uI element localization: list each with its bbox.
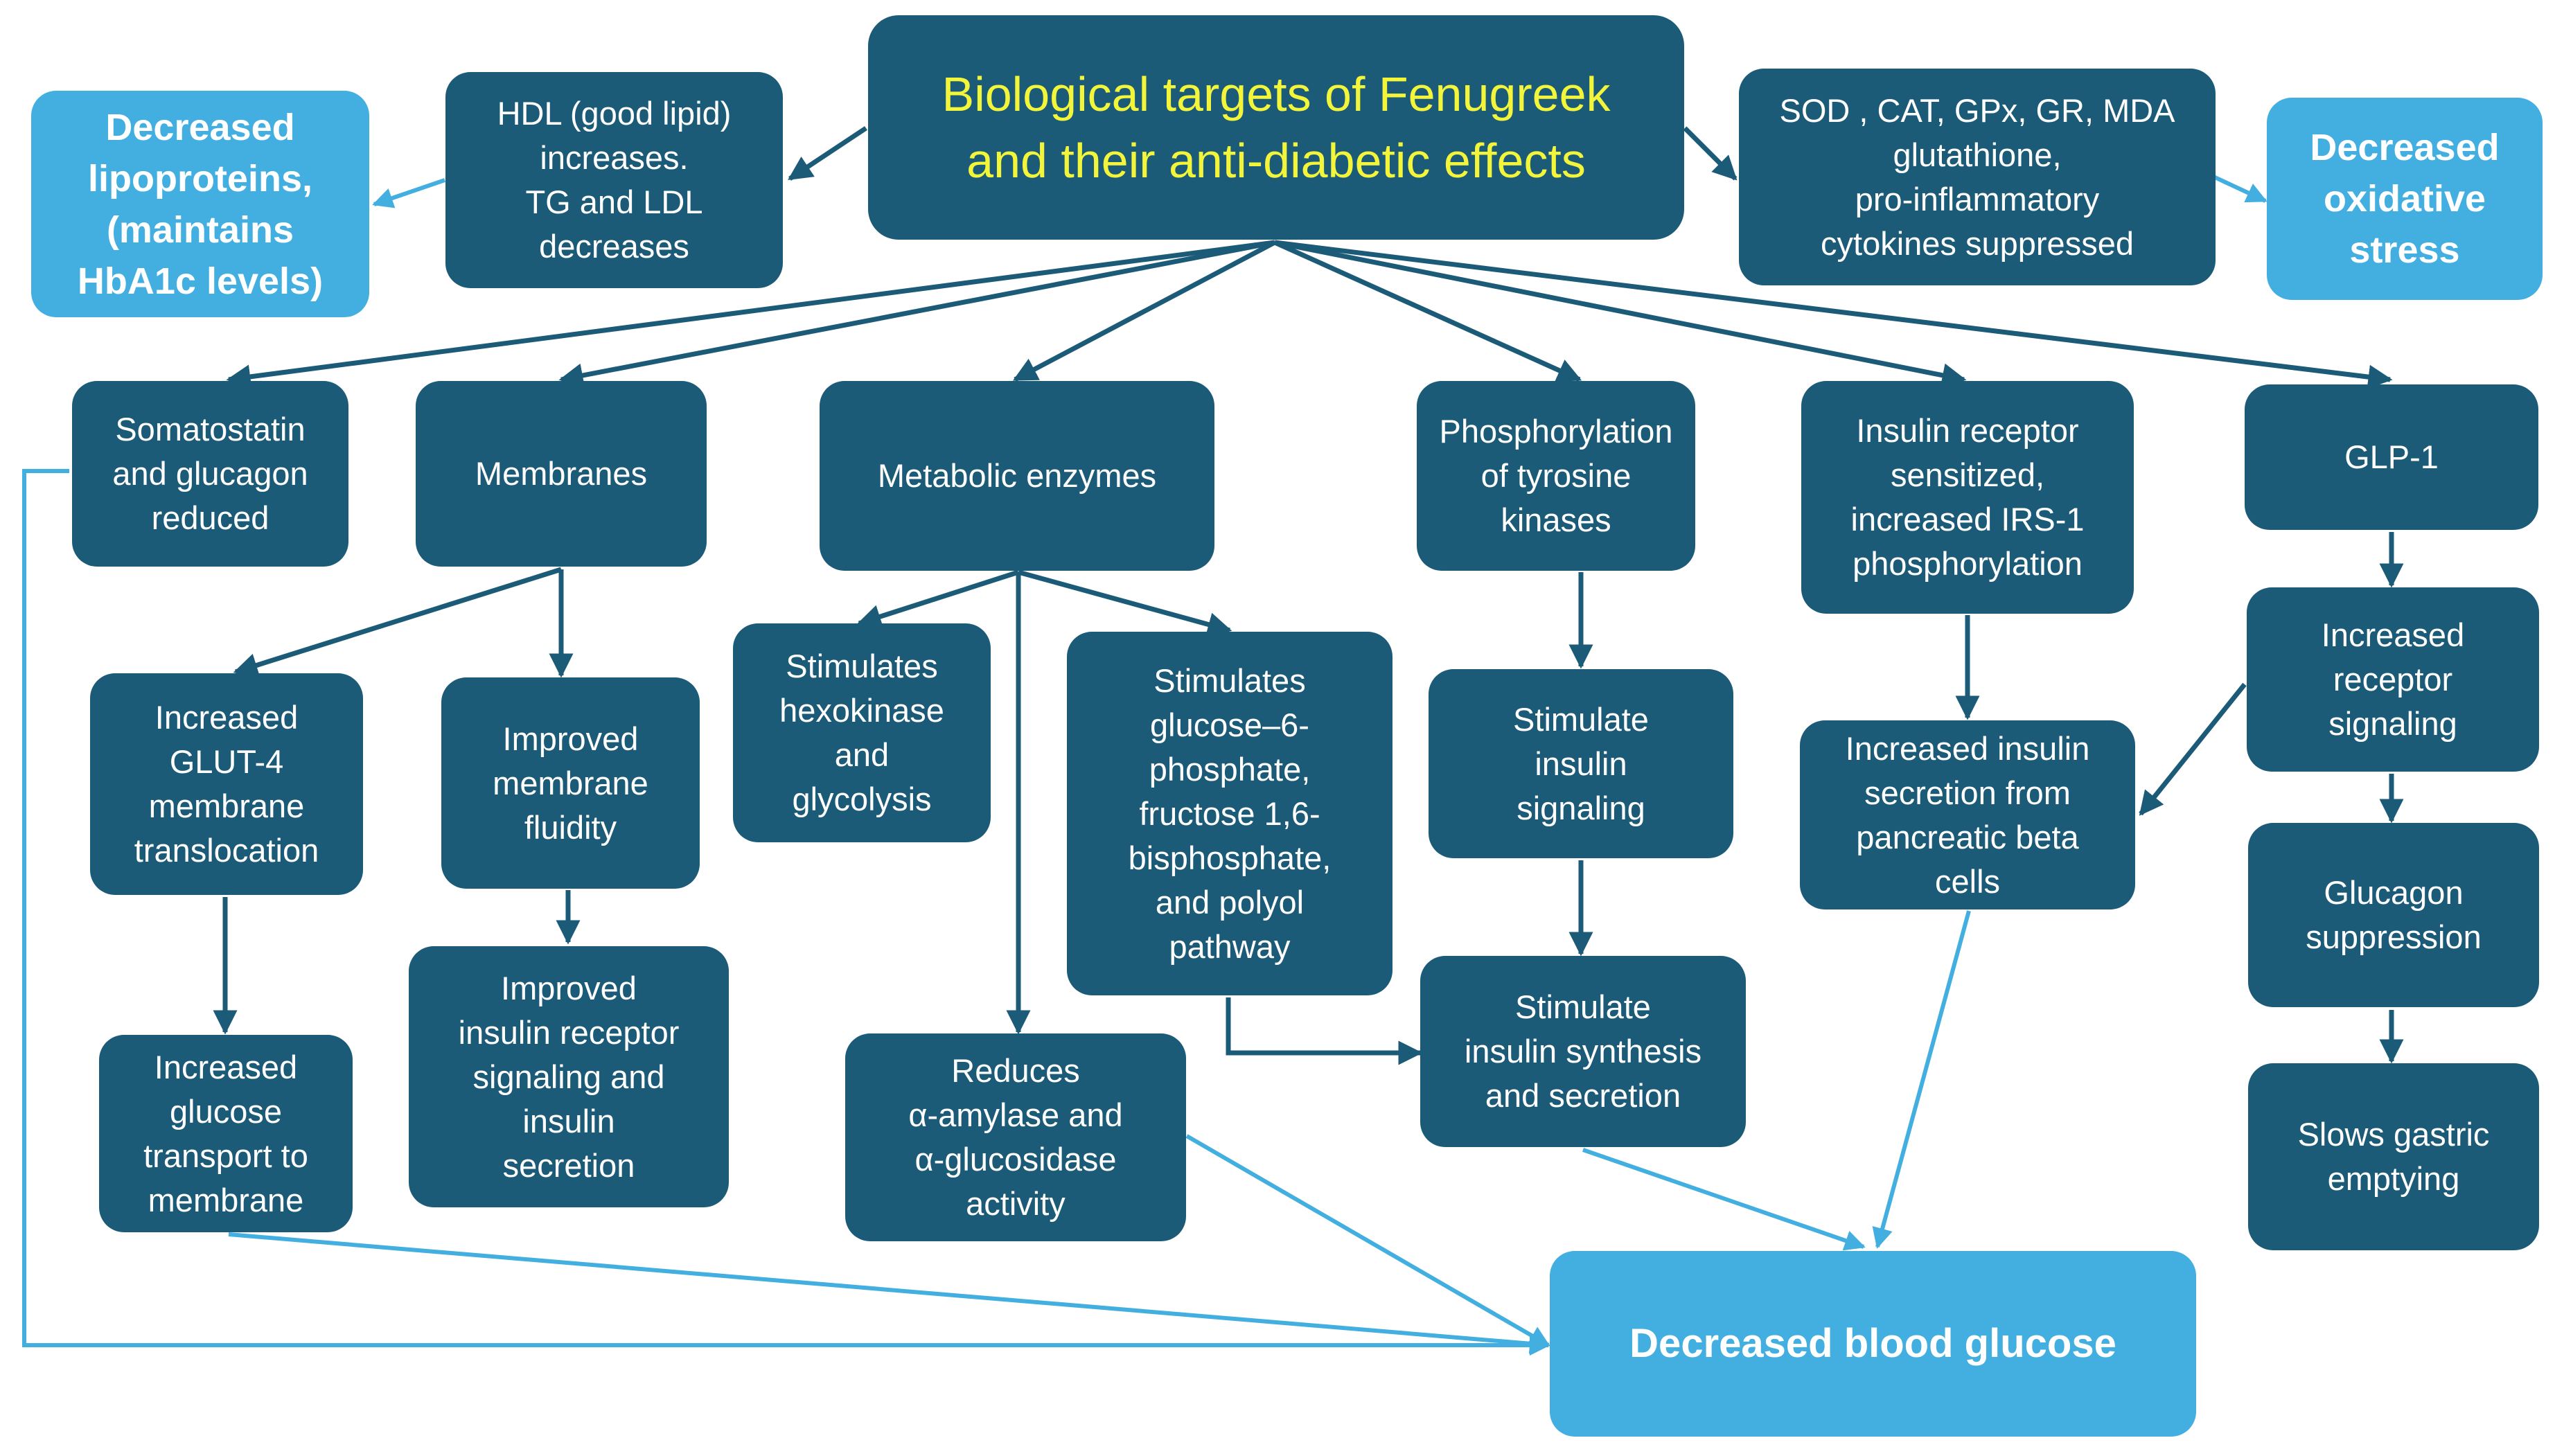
glucose-6-phosphate-box: Stimulates glucose–6- phosphate, fructos… [1067,632,1393,995]
antioxidant-markers-box: SOD , CAT, GPx, GR, MDA glutathione, pro… [1739,69,2216,285]
arrow-title-to-lipids [788,126,867,181]
arrow-enzymes-to-g6p [1018,569,1232,637]
arrow-beta-cells-to-blood-glucose [1872,910,1971,1249]
blood-glucose-outcome-box: Decreased blood glucose [1550,1251,2196,1437]
arrow-title-to-phosphorylation [1273,240,1582,382]
arrow-enzymes-to-hexokinase [856,569,1020,629]
arrow-oxidative-to-outcome [2212,175,2267,203]
glucagon-suppression-box: Glucagon suppression [2248,823,2539,1007]
lipid-changes-box: HDL (good lipid) increases. TG and LDL d… [445,72,783,288]
glucose-transport-box: Increased glucose transport to membrane [99,1035,353,1232]
arrow-title-to-insulin-receptor [1274,240,1967,388]
tyrosine-kinase-box: Phosphorylation of tyrosine kinases [1417,381,1695,571]
somatostatin-glucagon-box: Somatostatin and glucagon reduced [72,381,348,567]
lipoproteins-outcome-box: Decreased lipoproteins, (maintains HbA1c… [31,91,369,317]
arrow-title-to-glp1 [1274,240,2393,389]
membrane-fluidity-box: Improved membrane fluidity [441,677,700,889]
arrow-receptor-signaling-to-beta-secretion [2139,682,2247,816]
arrow-title-to-metabolic-enzymes [1012,240,1276,382]
receptor-signaling-box: Increased receptor signaling [2247,587,2539,772]
arrow-amylase-to-blood-glucose [1185,1134,1550,1347]
arrow-synthesis-to-blood-glucose [1582,1148,1866,1251]
arrow-transport-to-blood-glucose [228,1232,1550,1354]
arrow-membranes-to-glut4 [233,567,563,677]
arrow-title-to-somatostatin [226,240,1275,389]
oxidative-stress-outcome-box: Decreased oxidative stress [2267,98,2543,300]
glut4-translocation-box: Increased GLUT-4 membrane translocation [90,673,363,895]
arrow-lipids-to-outcome [372,178,445,208]
insulin-synthesis-box: Stimulate insulin synthesis and secretio… [1420,956,1746,1147]
insulin-receptor-signaling-box: Improved insulin receptor signaling and … [409,946,729,1207]
metabolic-enzymes-box: Metabolic enzymes [820,381,1214,571]
insulin-receptor-box: Insulin receptor sensitized, increased I… [1801,381,2134,614]
amylase-glucosidase-box: Reduces α-amylase and α-glucosidase acti… [845,1033,1186,1241]
membranes-box: Membranes [416,381,707,567]
arrow-title-to-membranes [558,240,1275,388]
arrow-title-to-oxidative [1683,126,1738,181]
gastric-emptying-box: Slows gastric emptying [2248,1063,2539,1250]
hexokinase-glycolysis-box: Stimulates hexokinase and glycolysis [733,623,991,842]
glp1-box: GLP-1 [2245,384,2538,530]
beta-cell-secretion-box: Increased insulin secretion from pancrea… [1800,720,2135,909]
insulin-signaling-box: Stimulate insulin signaling [1429,669,1733,858]
diagram-title: Biological targets of Fenugreek and thei… [868,15,1684,240]
arrow-somatostatin-to-blood-glucose [22,469,1550,1356]
arrow-g6p-to-insulin-synthesis [1226,997,1423,1065]
